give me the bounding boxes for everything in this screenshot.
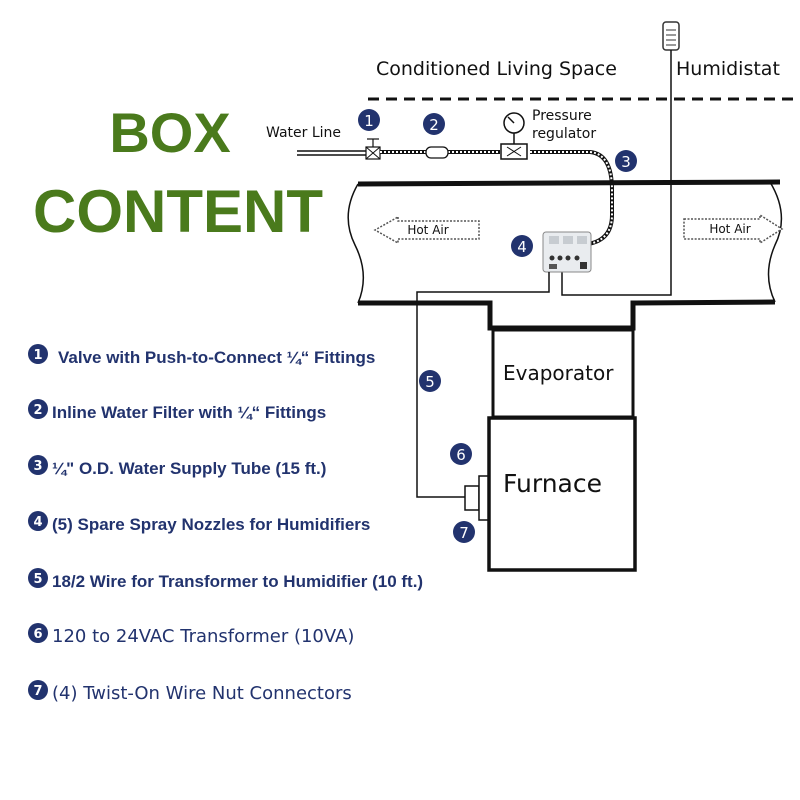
svg-text:7: 7 [459,524,469,542]
duct-top-wall [357,179,781,187]
title-content: CONTENT [33,178,323,245]
svg-text:2: 2 [33,403,42,418]
title-box: BOX [109,101,230,164]
svg-text:3: 3 [621,153,631,171]
humidifier-unit-icon [542,231,592,273]
valve-icon [365,138,381,160]
list-marker [28,511,48,531]
svg-text:1: 1 [33,348,42,363]
hot-air-right-arrow [683,213,784,245]
pressure-regulator-label-1: Pressure [532,108,592,124]
svg-text:3: 3 [33,459,42,474]
duct-bottom-wall [358,299,776,331]
humidistat-wire [561,50,672,296]
pressure-regulator-icon [500,112,528,160]
list-item-text: (4) Twist-On Wire Nut Connectors [52,683,352,704]
list-marker [28,399,48,419]
list-item-text: Inline Water Filter with ¼“ Fittings [52,403,326,422]
svg-text:7: 7 [33,684,42,699]
svg-text:6: 6 [33,627,42,642]
diagram-marker-7: 7 [453,521,475,543]
list-item-text: ¼" O.D. Water Supply Tube (15 ft.) [52,459,326,478]
pressure-regulator-label-2: regulator [532,126,596,142]
svg-text:4: 4 [517,238,527,256]
diagram-marker-6: 6 [450,443,472,465]
list-item: 6 120 to 24VAC Transformer (10VA) [28,623,354,647]
evaporator-label: Evaporator [503,361,614,385]
diagram-marker-3: 3 [615,150,637,172]
hot-air-right-label: Hot Air [709,222,750,236]
list-item: 1 Valve with Push-to-Connect ¼“ Fittings [28,344,375,367]
list-item-text: 18/2 Wire for Transformer to Humidifier … [52,572,423,591]
svg-text:4: 4 [33,515,42,530]
list-marker [28,680,48,700]
list-item-text: Valve with Push-to-Connect ¼“ Fittings [58,348,375,367]
inline-filter-icon [425,146,449,159]
duct-left-cut [347,183,364,304]
list-item-text: 120 to 24VAC Transformer (10VA) [52,626,354,647]
evaporator-box [491,328,635,419]
list-item: 5 18/2 Wire for Transformer to Humidifie… [28,568,423,591]
humidistat-label: Humidistat [676,58,780,80]
svg-text:5: 5 [425,373,435,391]
duct-right-cut [767,181,783,303]
diagram-marker-4: 4 [511,235,533,257]
svg-text:1: 1 [364,112,374,130]
list-item: 4 (5) Spare Spray Nozzles for Humidifier… [28,511,370,534]
humidistat-icon [662,21,680,51]
diagram-marker-1: 1 [358,109,380,131]
furnace-box [487,416,637,572]
hot-air-left-label: Hot Air [407,223,448,237]
list-item-text: (5) Spare Spray Nozzles for Humidifiers [52,515,370,534]
list-item: 2 Inline Water Filter with ¼“ Fittings [28,399,326,422]
hot-air-left-arrow [373,215,480,245]
item-list: 1 Valve with Push-to-Connect ¼“ Fittings… [28,344,423,704]
conditioned-space-label: Conditioned Living Space [376,58,617,80]
list-marker [28,455,48,475]
list-marker [28,344,48,364]
diagram-marker-2: 2 [423,113,445,135]
list-marker [28,623,48,643]
list-item: 7 (4) Twist-On Wire Nut Connectors [28,680,352,704]
furnace-label: Furnace [503,469,602,498]
svg-text:6: 6 [456,446,466,464]
diagram-marker-5: 5 [419,370,441,392]
list-item: 3 ¼" O.D. Water Supply Tube (15 ft.) [28,455,326,478]
water-line-label: Water Line [266,125,341,141]
svg-text:2: 2 [429,116,439,134]
list-marker [28,568,48,588]
transformer-icon [464,475,489,521]
transformer-wire [416,272,550,498]
svg-text:5: 5 [33,572,42,587]
